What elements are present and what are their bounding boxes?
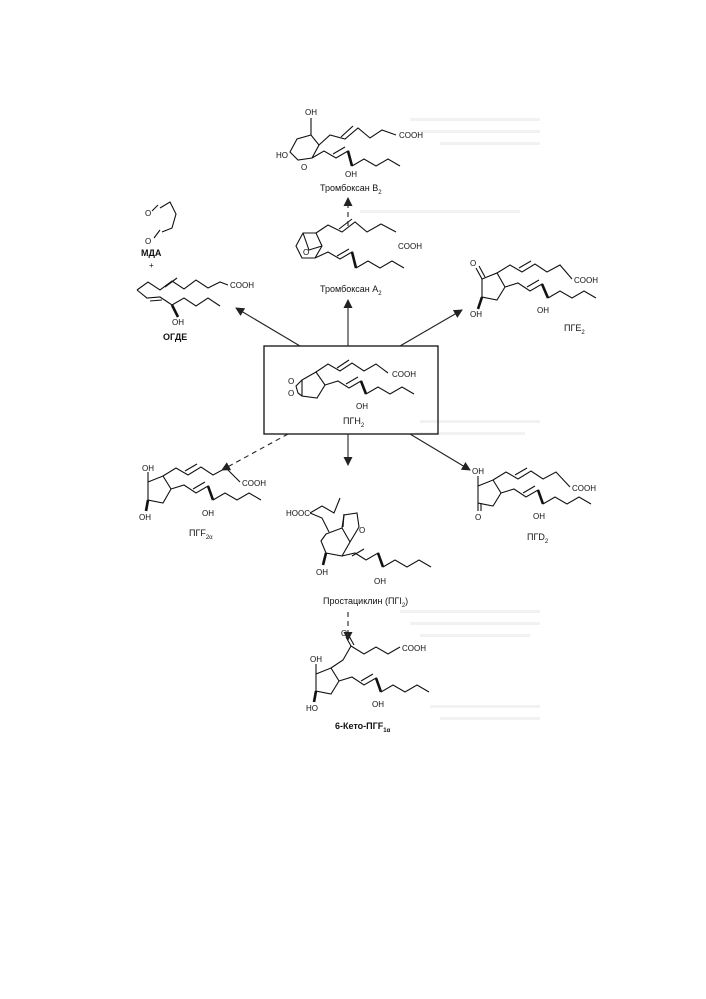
pge2-cooh-label: COOH (574, 276, 598, 285)
pge2-oh1-label: OH (470, 310, 482, 319)
arrow-to-pgd2 (409, 433, 471, 471)
pge2-oh2-label: OH (537, 306, 549, 315)
thromboxane-a2-structure: O COOH Тромбоксан A2 (295, 218, 422, 297)
pgh2-oh-label: OH (356, 402, 368, 411)
arrow-to-pgf2a (221, 433, 289, 471)
pgh2-structure: O O COOH OH ПГН2 (288, 359, 416, 429)
mda-o1-label: O (145, 209, 151, 218)
txa2-cooh-label: COOH (398, 242, 422, 251)
pgh2-o1-label: O (288, 377, 294, 386)
txb2-name: Тромбоксан B2 (320, 183, 382, 196)
pge2-name: ПГЕ2 (564, 323, 585, 336)
pgf2a-structure: OH COOH OH OH ПГF2α (139, 463, 266, 541)
mda-name: МДА (141, 248, 162, 258)
mda-structure: O O МДА + (141, 201, 177, 270)
pgi2-oh1-label: OH (316, 568, 328, 577)
keto-pgf1a-structure: OH O COOH HO OH 6-Кето-ПГF1α (306, 629, 430, 734)
keto-pgf1a-name: 6-Кето-ПГF1α (335, 721, 391, 734)
pgi2-structure: HOOC O OH OH Простациклин (ПГI2) (286, 497, 432, 609)
pgd2-o-label: O (475, 513, 481, 522)
pgd2-structure: OH COOH O OH ПГD2 (472, 467, 596, 545)
pgh2-o2-label: O (288, 389, 294, 398)
pge2-structure: O COOH OH OH ПГЕ2 (470, 259, 598, 336)
pgh2-name: ПГН2 (343, 416, 365, 429)
pgf2a-oh-bot-label: OH (139, 513, 151, 522)
ogde-structure: COOH OH ОГДЕ (136, 277, 254, 342)
txb2-oh-label: OH (345, 170, 357, 179)
thromboxane-b2-structure: OH HO O COOH OH Тромбоксан B2 (276, 108, 423, 196)
pgi2-name: Простациклин (ПГI2) (323, 596, 408, 609)
mda-o2-label: O (145, 237, 151, 246)
pgf2a-oh-label: OH (202, 509, 214, 518)
pgd2-oh-label: OH (533, 512, 545, 521)
mda-plus-sign: + (149, 261, 154, 270)
keto-ho-label: HO (306, 704, 318, 713)
ogde-name: ОГДЕ (163, 332, 187, 342)
arrow-to-ogde (235, 307, 301, 347)
pgh2-box (263, 345, 439, 435)
pgi2-hooc-label: HOOC (286, 509, 310, 518)
pgf2a-oh-top-label: OH (142, 464, 154, 473)
pgd2-oh-top-label: OH (472, 467, 484, 476)
pgi2-oh2-label: OH (374, 577, 386, 586)
txb2-cooh-label: COOH (399, 131, 423, 140)
pge2-o-label: O (470, 259, 476, 268)
pgh2-cooh-label: COOH (392, 370, 416, 379)
keto-oh-top-label: OH (310, 655, 322, 664)
txa2-o-label: O (303, 248, 309, 257)
keto-cooh-label: COOH (402, 644, 426, 653)
arrow-to-pge2 (399, 309, 463, 347)
txb2-oh-top-label: OH (305, 108, 317, 117)
ogde-cooh-label: COOH (230, 281, 254, 290)
pgi2-o-label: O (359, 526, 365, 535)
pgf2a-cooh-label: COOH (242, 479, 266, 488)
ogde-oh-label: OH (172, 318, 184, 327)
txb2-ring-o-label: O (301, 163, 307, 172)
keto-o-label: O (341, 629, 347, 638)
keto-oh-label: OH (372, 700, 384, 709)
bleed-through-shading (360, 118, 540, 720)
pgd2-cooh-label: COOH (572, 484, 596, 493)
pgf2a-name: ПГF2α (189, 528, 213, 541)
reaction-arrows (221, 197, 471, 641)
txa2-name: Тромбоксан A2 (320, 284, 382, 297)
txb2-ho-label: HO (276, 151, 288, 160)
pgd2-name: ПГD2 (527, 532, 549, 545)
